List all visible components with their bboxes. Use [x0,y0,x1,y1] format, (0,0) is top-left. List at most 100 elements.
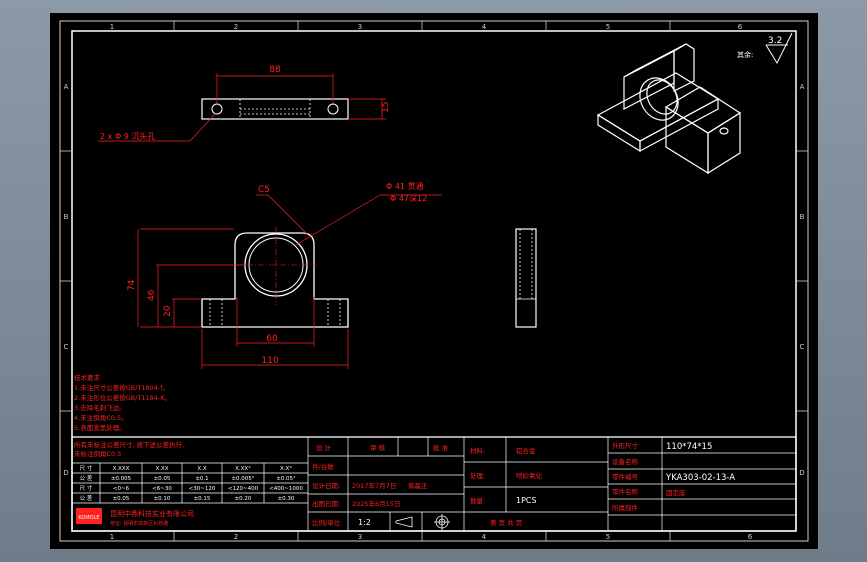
zone-labels: 1 2 3 4 5 6 1 2 3 4 5 6 A B C D A B C D [63,23,804,541]
tolerance-cell: ±0.1 [195,476,208,482]
row-label-right: B [800,213,805,221]
material-value: 铝合金 [516,446,536,455]
sign-fields: 设 计 审 核 批 准 件/台数 设计日期: 2017年7月7日 蔡磊正 出图日… [312,443,449,527]
code-label: 零件编号 [612,472,639,481]
part-fields: 外形尺寸 110*74*15 设备名称 零件编号 YKA303-02-13-A … [612,441,735,512]
col-label-top: 5 [606,23,610,31]
title-block: 所有未标注公差尺寸, 按下述公差执行, 未标注倒角C0.5 [71,436,797,532]
print-date-value: 2025年6月15日 [352,499,400,508]
signature-date-label: 设计日期: [312,481,340,490]
col-label-bottom: 1 [110,533,114,541]
row-label-right: D [799,469,804,477]
dim-88: 88 [269,65,281,75]
tolerance-note-1: 所有未标注公差尺寸, 按下述公差执行, [74,440,184,449]
tolerance-header-cell: X.X [197,466,207,472]
dim-110: 110 [261,356,278,366]
review-label: 审 核 [370,443,386,452]
company-address: 地址: 昆明市高新区科技路 [110,520,168,527]
treatment-value: 喷砂氧化 [516,471,543,480]
dim-20: 20 [163,305,173,317]
company-block: KOMOLE 昆明中鼎科技实业有限公司 地址: 昆明市高新区科技路 [76,508,194,527]
bore-note-1: Φ 41 贯通 [386,181,424,191]
tolerance-cell: <0~6 [113,486,130,492]
row-label-left: D [63,469,68,477]
approve-label: 批 准 [433,443,449,452]
top-view: 88 15 2 x Φ 9 沉头孔 [98,65,391,142]
count-label: 件/台数 [312,462,334,471]
page-label: 第 页 共 页 [490,518,523,527]
col-label-bottom: 4 [482,533,487,541]
tolerance-cell: <120~400 [228,486,259,492]
qty-value: 1PCS [516,496,537,505]
dim-74: 74 [127,279,137,291]
tech-note-line: 4.未注倒角C0.5。 [74,413,128,422]
design-label: 设 计 [316,443,332,452]
tolerance-cell: <400~1000 [269,486,303,492]
isometric-view [596,43,742,175]
tolerance-cell: ±0.05° [276,476,296,482]
size-label: 外形尺寸 [612,441,639,450]
qty-label: 数量: [470,496,485,505]
drawing-sheet[interactable]: 1 2 3 4 5 6 1 2 3 4 5 6 A B C D A B C D … [50,13,818,549]
tech-note-line: 3.去除毛刺飞边。 [74,403,126,412]
tolerance-cell: ±0.05 [113,496,130,502]
tolerance-header-cell: X.XX° [235,466,251,472]
scale-label: 比例/单位: [312,518,342,527]
tolerance-cell: ±0.10 [154,496,171,502]
row-label-left: B [64,213,69,221]
tolerance-cell: <30~120 [189,486,216,492]
tech-note-line: 技术要求 [74,373,101,382]
dim-46: 46 [147,289,157,301]
col-label-top: 3 [358,23,362,31]
tolerance-cell: ±0.20 [235,496,252,502]
tolerance-header-cell: X.X° [280,466,292,472]
roughness-label: 其余: [737,50,753,59]
bore-note-2: Φ 47深12 [390,194,427,203]
surface-roughness-symbol: 其余: 3.2 [737,32,793,65]
code-value: YKA303-02-13-A [665,473,735,483]
tolerance-cell: ±0.05 [154,476,171,482]
side-view [515,228,537,328]
tolerance-cell: ±0.30 [278,496,295,502]
col-label-bottom: 5 [606,533,610,541]
row-label-left: A [64,83,69,91]
company-name: 昆明中鼎科技实业有限公司 [110,509,194,518]
material-fields: 材料: 铝合金 处理: 喷砂氧化 数量: 1PCS 第 页 共 页 [470,446,543,527]
tolerance-cell: ±0.005 [111,476,132,482]
col-label-top: 1 [110,23,114,31]
col-label-bottom: 6 [748,533,753,541]
tolerance-cell: 尺 寸 [80,484,93,492]
col-label-top: 6 [738,23,743,31]
size-value: 110*74*15 [666,442,712,452]
tech-notes: 技术要求 1.未注尺寸公差按GB/T1804-f。 2.未注形位公差按GB/T1… [74,373,171,432]
col-label-bottom: 2 [234,533,238,541]
tolerance-cell: ±0.005° [231,476,254,482]
part-name-value: 固定座 [666,488,686,497]
designer-name: 蔡磊正 [408,481,428,490]
part-name-label: 零件名称 [612,487,639,496]
print-date-label: 出图日期: [312,499,340,508]
col-label-top: 4 [482,23,487,31]
dim-60: 60 [266,334,278,344]
drawing-name-label: 设备名称 [612,457,639,466]
assembly-label: 所属部件 [612,503,639,512]
zone-ticks [60,21,808,541]
tolerance-cell: ±0.15 [194,496,211,502]
projection-symbol [395,514,450,530]
drawing-canvas: 1 2 3 4 5 6 1 2 3 4 5 6 A B C D A B C D … [59,20,809,542]
company-logo: KOMOLE [78,515,99,521]
tech-note-line: 1.未注尺寸公差按GB/T1804-f。 [74,383,169,392]
tech-note-line: 5.表面发黑处理。 [74,423,126,432]
material-label: 材料: [470,446,485,455]
scale-value: 1:2 [358,518,371,527]
tolerance-cell: 公 差 [80,494,93,502]
treatment-label: 处理: [470,471,485,480]
tolerance-cell: <6~30 [152,486,172,492]
tolerance-header-cell: 尺 寸 [80,464,93,472]
col-label-top: 2 [234,23,238,31]
tolerance-header-cell: X.XXX [113,466,130,472]
dim-chamfer: C5 [258,185,270,195]
date-value: 2017年7月7日 [352,481,396,490]
